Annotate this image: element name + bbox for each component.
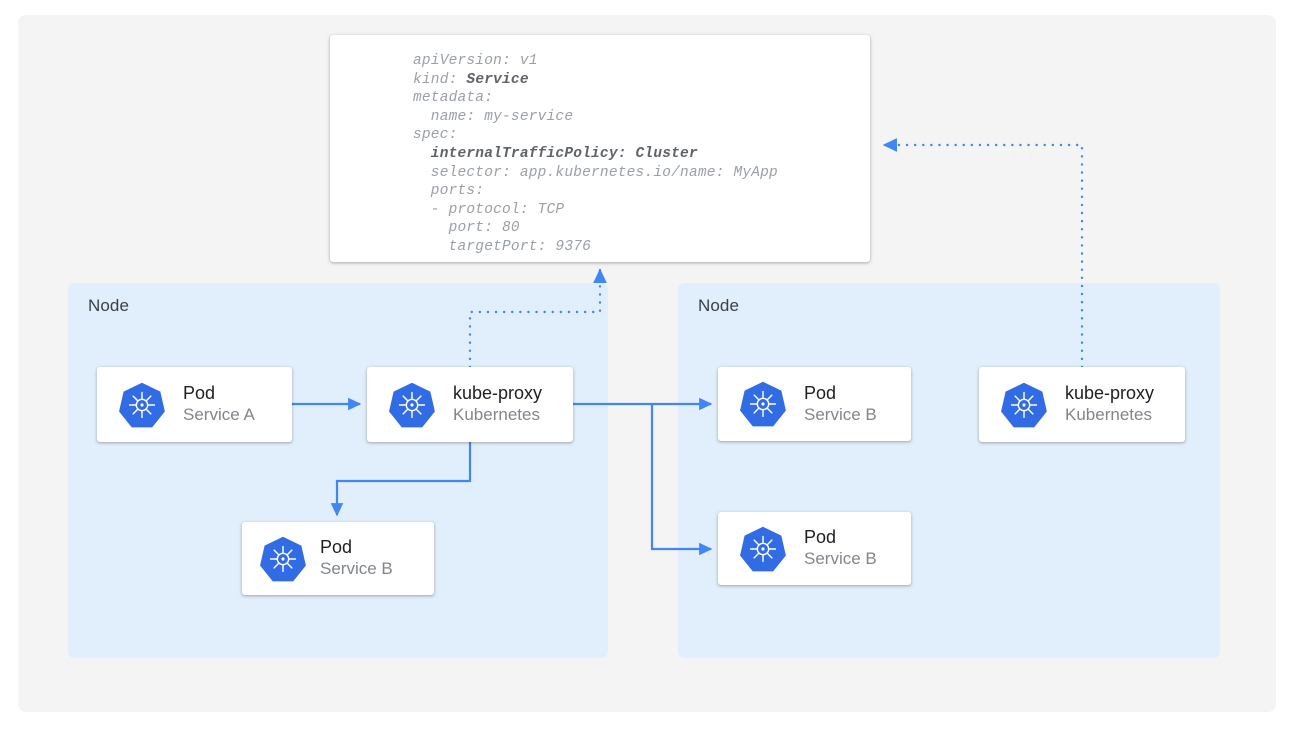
kubernetes-icon [1001,382,1047,428]
yaml-line-apiversion: apiVersion: v1 [413,53,538,69]
card-subtitle: Service B [804,549,877,569]
yaml-line-port: port: 80 [413,220,520,237]
kubernetes-icon [389,382,435,428]
yaml-line-spec: spec: [413,127,458,144]
service-yaml-manifest: apiVersion: v1 kind: Service metadata: n… [330,35,870,262]
yaml-line-name: name: my-service [413,108,574,125]
card-pod-service-b-local[interactable]: Pod Service B [242,522,434,595]
yaml-line-internaltrafficpolicy: internalTrafficPolicy: Cluster [413,145,698,162]
card-text-group: Pod Service B [804,527,911,570]
yaml-line-targetport: targetPort: 9376 [413,238,592,255]
yaml-line-metadata: metadata: [413,90,494,107]
card-text-group: Pod Service B [804,383,911,426]
card-text-group: Pod Service B [320,537,434,580]
yaml-kind-value: Service [466,71,529,88]
card-title: Pod [183,383,216,404]
card-kube-proxy-left[interactable]: kube-proxy Kubernetes [367,367,573,442]
kubernetes-icon [740,381,786,427]
node-panel-left: Node [68,283,608,658]
kubernetes-icon [740,526,786,572]
card-title: kube-proxy [453,383,543,404]
card-title: Pod [804,382,837,403]
yaml-line-protocol: - protocol: TCP [413,201,565,218]
card-text-group: kube-proxy Kubernetes [1065,383,1185,426]
card-subtitle: Service B [320,559,393,579]
node-label-left: Node [88,296,130,315]
card-subtitle: Kubernetes [1065,405,1152,425]
kubernetes-icon [119,382,165,428]
card-pod-service-b-remote-1[interactable]: Pod Service B [718,367,911,441]
card-text-group: Pod Service A [183,383,292,426]
card-text-group: kube-proxy Kubernetes [453,383,573,426]
yaml-line-ports: ports: [413,183,485,200]
yaml-line-selector: selector: app.kubernetes.io/name: MyApp [413,164,778,181]
card-pod-service-b-remote-2[interactable]: Pod Service B [718,512,911,585]
yaml-line-kind: kind: Service [413,71,870,90]
card-kube-proxy-right[interactable]: kube-proxy Kubernetes [979,367,1185,442]
card-title: Pod [804,527,837,548]
kubernetes-icon [260,536,306,582]
node-label-right: Node [698,296,740,315]
card-subtitle: Service A [183,405,255,425]
card-title: Pod [320,537,353,558]
card-subtitle: Service B [804,404,877,424]
yaml-kind-key: kind: [413,71,467,88]
card-pod-service-a[interactable]: Pod Service A [97,367,292,442]
card-subtitle: Kubernetes [453,405,540,425]
card-title: kube-proxy [1065,383,1155,404]
node-panel-right: Node [678,283,1220,658]
